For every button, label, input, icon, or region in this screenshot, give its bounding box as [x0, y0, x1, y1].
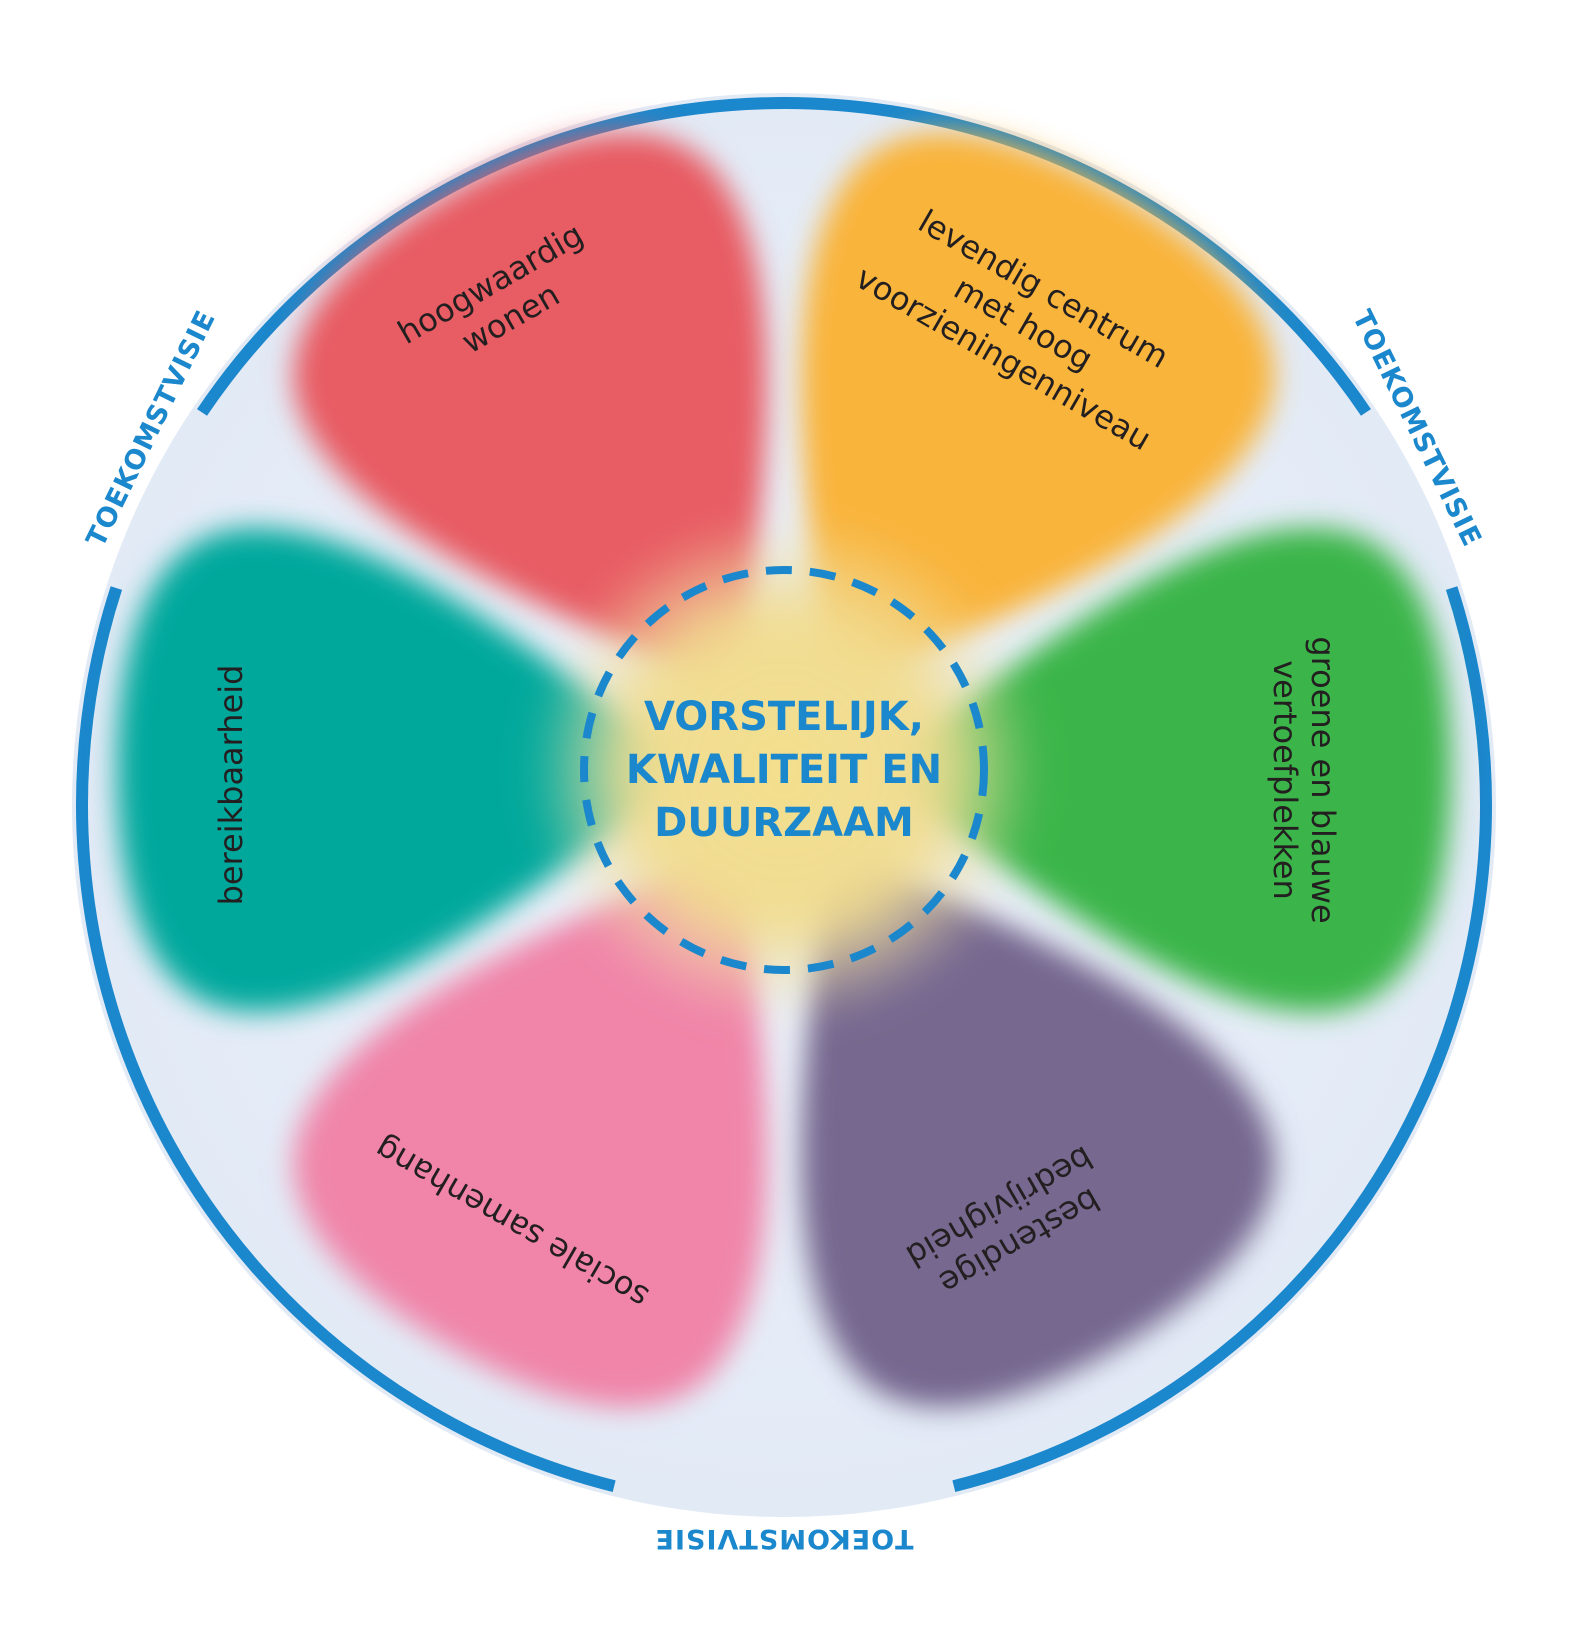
petal-red: [293, 132, 767, 679]
label-teal-line-1: bereikbaarheid: [212, 665, 250, 906]
center-glow: [529, 515, 1039, 1025]
label-green-line-2: vertoefplekken: [1266, 660, 1304, 900]
label-green-line-1: groene en blauwe: [1304, 636, 1342, 923]
center-title-line-3: DUURZAAM: [654, 800, 914, 846]
center-title-line-1: VORSTELIJK,: [644, 694, 924, 740]
label-bereikbaarheid: bereikbaarheid: [212, 665, 250, 906]
petal-pink: [293, 861, 767, 1408]
ring-label-bottom-text: TOEKOMSTVISIE: [654, 1523, 913, 1554]
ring-label-bottom: TOEKOMSTVISIE: [654, 1523, 913, 1554]
petal-orange: [801, 132, 1275, 679]
label-groene-en-blauwe: groene en blauwe vertoefplekken: [1266, 636, 1342, 923]
ring-segment-1: [197, 97, 1371, 416]
petal-purple: [801, 861, 1275, 1408]
petal-teal: [117, 528, 662, 1012]
center-title-line-2: KWALITEIT EN: [626, 747, 942, 793]
petal-green: [906, 528, 1451, 1012]
outer-ring: [76, 97, 1492, 1492]
center-dashed-circle: [580, 566, 988, 974]
ring-segment-2: [952, 586, 1492, 1492]
petals: [117, 132, 1451, 1408]
ring-segment-3: [76, 586, 616, 1492]
center-title: VORSTELIJK, KWALITEIT EN DUURZAAM: [626, 694, 942, 846]
